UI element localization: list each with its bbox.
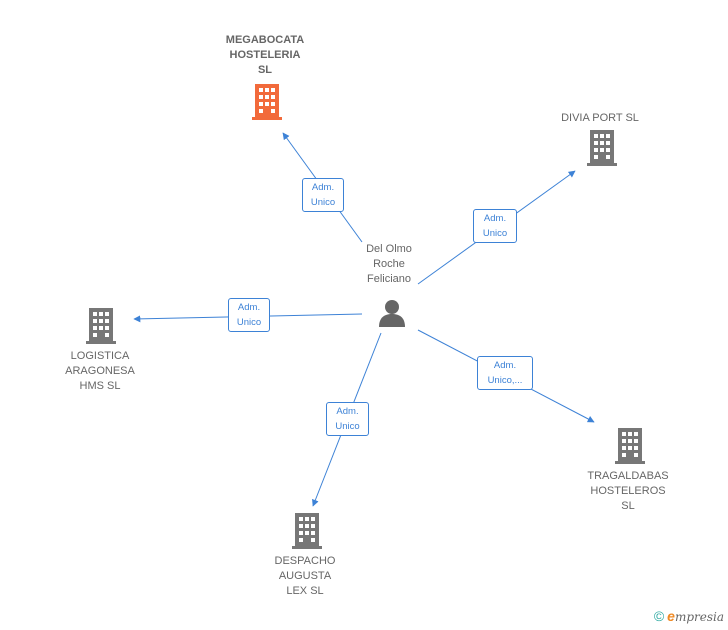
building-icon[interactable] — [615, 428, 645, 464]
person-icon[interactable] — [377, 298, 407, 328]
role-label-megabocata[interactable]: Adm. Unico — [302, 178, 344, 212]
brand-logo-text: mpresia — [674, 610, 724, 624]
building-icon[interactable] — [587, 130, 617, 166]
building-icon[interactable] — [86, 308, 116, 344]
role-label-logistica[interactable]: Adm. Unico — [228, 298, 270, 332]
role-label-tragaldabas[interactable]: Adm. Unico,... — [477, 356, 533, 390]
role-label-divia[interactable]: Adm. Unico — [473, 209, 517, 243]
company-name-megabocata[interactable]: MEGABOCATA HOSTELERIA SL — [225, 34, 305, 76]
brand-watermark: © empresia — [654, 608, 724, 624]
company-name-despacho[interactable]: DESPACHO AUGUSTA LEX SL — [274, 555, 336, 597]
role-label-despacho[interactable]: Adm. Unico — [326, 402, 369, 436]
company-name-divia[interactable]: DIVIA PORT SL — [561, 112, 639, 124]
center-person-name[interactable]: Del Olmo Roche Feliciano — [366, 243, 412, 285]
company-name-tragaldabas[interactable]: TRAGALDABAS HOSTELEROS SL — [587, 470, 669, 512]
brand-logo-letter: e — [667, 608, 675, 624]
building-icon[interactable] — [292, 513, 322, 549]
copyright-icon: © — [653, 608, 665, 624]
company-name-logistica[interactable]: LOGISTICA ARAGONESA HMS SL — [65, 350, 135, 392]
building-icon-highlight[interactable] — [252, 84, 282, 120]
